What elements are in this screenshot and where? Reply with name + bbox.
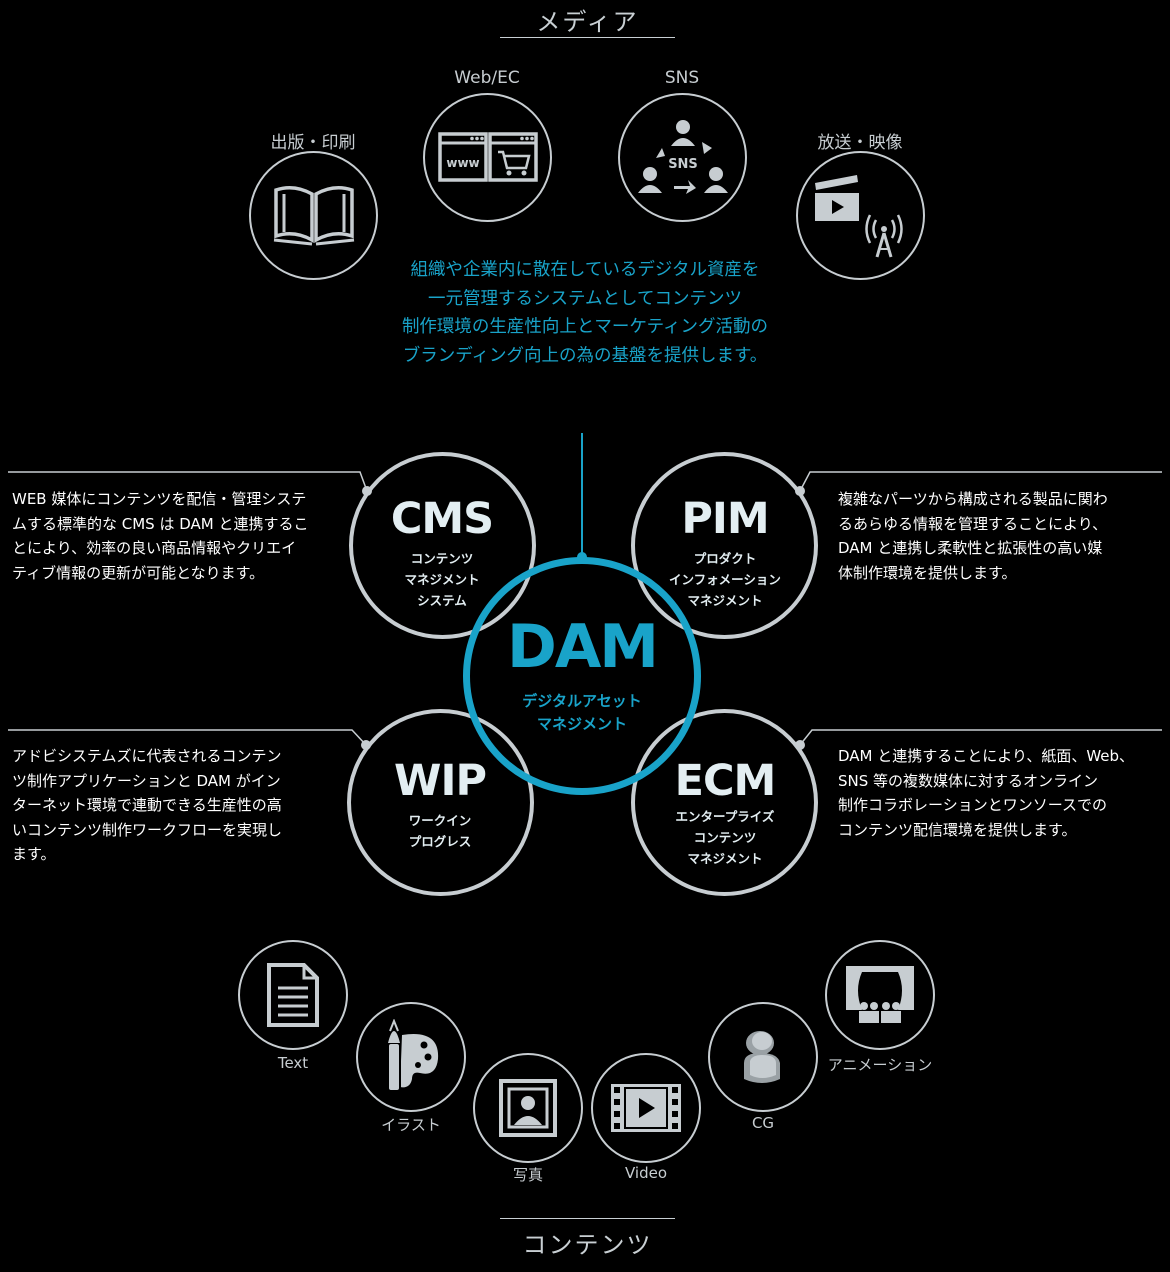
content-text-circle bbox=[238, 940, 348, 1050]
media-publishing-circle bbox=[249, 151, 378, 280]
ecm-description: DAM と連携することにより、紙面、Web、SNS 等の複数媒体に対するオンライ… bbox=[838, 747, 1135, 839]
cms-description: WEB 媒体にコンテンツを配信・管理システムする標準的な CMS は DAM と… bbox=[12, 490, 309, 582]
cms-subtitle: コンテンツマネジメントシステム bbox=[404, 551, 480, 608]
clapperboard-antenna-icon bbox=[815, 175, 903, 258]
wip-circle bbox=[347, 709, 534, 896]
tagline-line: 組織や企業内に散在しているデジタル資産を bbox=[410, 260, 760, 280]
svg-text:SNS: SNS bbox=[668, 157, 698, 172]
media-title-rule bbox=[500, 37, 675, 38]
wip-subtitle: ワークインプログレス bbox=[408, 813, 472, 849]
pim-description: 複雑なパーツから構成される製品に関わるあらゆる情報を管理することにより、 DAM… bbox=[838, 490, 1108, 582]
content-label-text: Text bbox=[277, 1054, 309, 1072]
dam-tagline: 組織や企業内に散在しているデジタル資産を 一元管理するシステムとしてコンテンツ … bbox=[300, 256, 870, 370]
media-label-web-ec: Web/EC bbox=[454, 68, 520, 88]
media-broadcast-circle bbox=[796, 151, 925, 280]
content-cg-circle bbox=[708, 1002, 818, 1112]
wip-description: アドビシステムズに代表されるコンテンツ制作アプリケーションと DAM がイン タ… bbox=[12, 747, 283, 863]
pim-title: PIM bbox=[681, 494, 769, 544]
cms-title: CMS bbox=[390, 494, 494, 544]
media-label-sns: SNS bbox=[664, 68, 700, 88]
tagline-line: ブランディング向上の為の基盤を提供します。 bbox=[402, 345, 768, 366]
content-label-cg: CG bbox=[751, 1114, 775, 1132]
cms-circle bbox=[349, 452, 536, 639]
content-label-animation: アニメーション bbox=[827, 1056, 933, 1074]
wip-title: WIP bbox=[394, 756, 487, 806]
content-photo-circle bbox=[473, 1053, 583, 1163]
ecm-circle bbox=[631, 709, 818, 896]
media-web-ec-circle: www bbox=[423, 93, 552, 222]
content-label-illustration: イラスト bbox=[381, 1116, 441, 1134]
media-sns-circle: SNS bbox=[618, 93, 747, 222]
media-section-title: メディア bbox=[536, 8, 639, 36]
content-video-circle bbox=[591, 1053, 701, 1163]
ecm-subtitle: エンタープライズコンテンツマネジメント bbox=[675, 809, 775, 866]
pim-circle bbox=[631, 452, 818, 639]
dam-subtitle: デジタルアセットマネジメント bbox=[522, 692, 642, 733]
content-animation-circle bbox=[825, 940, 935, 1050]
tagline-line: 一元管理するシステムとしてコンテンツ bbox=[428, 288, 742, 309]
sns-people-icon: SNS bbox=[637, 119, 728, 194]
tagline-line: 制作環境の生産性向上とマーケティング活動の bbox=[401, 317, 769, 337]
media-label-publishing: 出版・印刷 bbox=[270, 133, 356, 153]
content-label-photo: 写真 bbox=[512, 1166, 543, 1184]
media-label-broadcast: 放送・映像 bbox=[817, 133, 903, 153]
contents-section-title: コンテンツ bbox=[522, 1231, 653, 1259]
svg-text:www: www bbox=[446, 156, 479, 170]
ecm-title: ECM bbox=[674, 756, 777, 806]
pim-subtitle: プロダクトインフォメーションマネジメント bbox=[669, 551, 781, 608]
dam-circle bbox=[463, 557, 701, 795]
theater-stage-icon bbox=[846, 966, 914, 1023]
content-illustration-circle bbox=[356, 1002, 466, 1112]
contents-title-rule bbox=[500, 1218, 675, 1219]
3d-figure-icon bbox=[744, 1031, 780, 1083]
content-label-video: Video bbox=[624, 1164, 668, 1182]
dam-title: DAM bbox=[507, 612, 659, 682]
document-icon bbox=[267, 963, 319, 1027]
photo-portrait-icon bbox=[499, 1079, 557, 1137]
web-browser-cart-icon: www bbox=[437, 131, 538, 182]
palette-brush-icon bbox=[387, 1019, 439, 1092]
book-icon bbox=[273, 185, 354, 245]
film-play-icon bbox=[611, 1084, 681, 1132]
